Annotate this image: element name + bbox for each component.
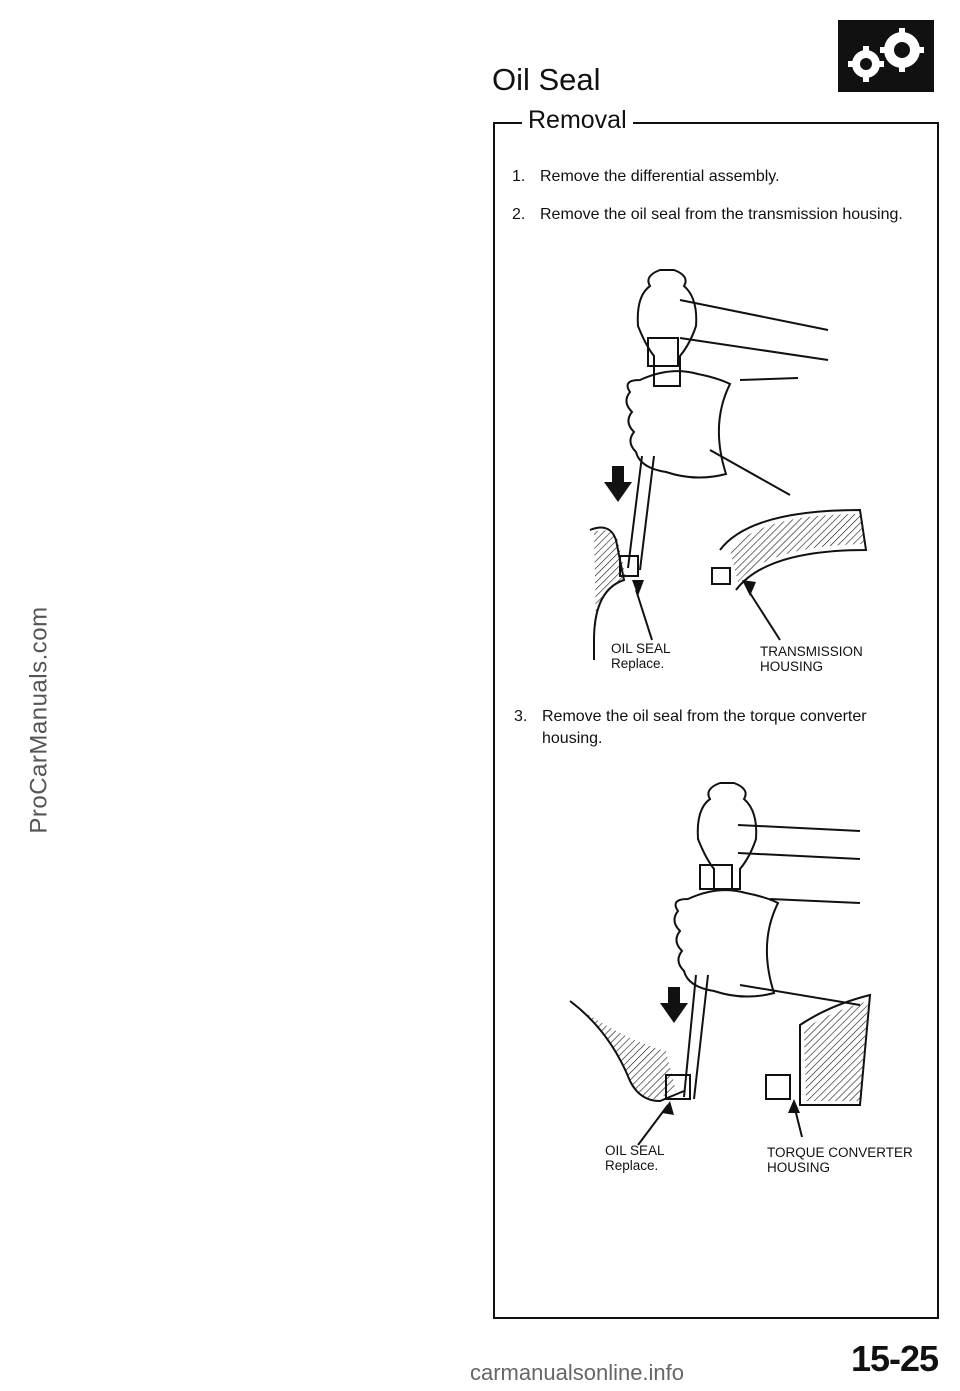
section-title: Removal (522, 106, 633, 135)
gears-icon (838, 20, 934, 92)
page-number: 15-25 (851, 1338, 939, 1379)
down-arrow-icon (660, 987, 688, 1023)
step-text-cont: housing. (542, 730, 603, 747)
callout-transmission-housing: TRANSMISSION HOUSING (760, 644, 863, 674)
step-number: 1. (512, 168, 526, 185)
figure-transmission-housing (589, 269, 868, 660)
step-2: 2. Remove the oil seal from the transmiss… (512, 204, 903, 226)
page-title: Oil Seal (492, 62, 601, 97)
callout-oil-seal-2: OIL SEAL Replace. (605, 1143, 665, 1173)
step-text: Remove the differential assembly. (540, 168, 780, 185)
section-frame (493, 122, 939, 1319)
footer-watermark: carmanualsonline.info (470, 1360, 685, 1385)
down-arrow-icon (604, 466, 632, 502)
step-text: Remove the oil seal from the transmissio… (540, 206, 903, 223)
step-number: 2. (512, 206, 526, 223)
step-text: Remove the oil seal from the torque conv… (542, 708, 867, 725)
callout-torque-converter-housing: TORQUE CONVERTER HOUSING (767, 1145, 913, 1175)
step-1: 1. Remove the differential assembly. (512, 166, 780, 188)
callout-oil-seal-1: OIL SEAL Replace. (611, 641, 671, 671)
figure-torque-converter-housing (569, 782, 872, 1146)
step-3: 3. Remove the oil seal from the torque co… (514, 706, 924, 750)
step-number: 3. (514, 708, 528, 725)
side-watermark-text: ProCarManuals.com (26, 606, 53, 834)
side-watermark: ProCarManuals.com (10, 570, 70, 870)
